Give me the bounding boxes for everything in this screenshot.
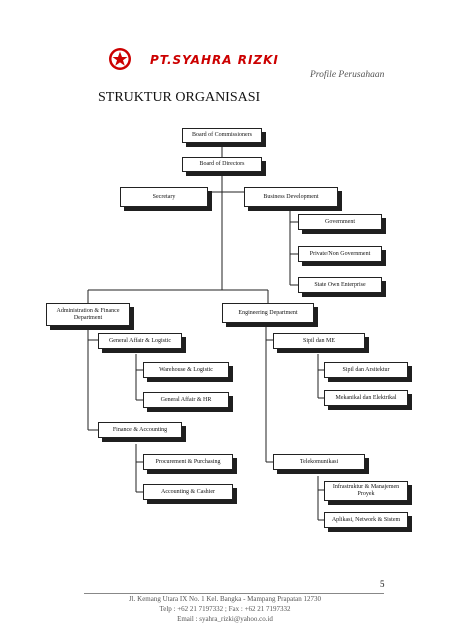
page-number: 5 xyxy=(380,579,385,589)
org-box-board-of-directors: Board of Directors xyxy=(182,157,262,172)
org-box-accounting-cashier: Accounting & Cashier xyxy=(143,484,233,500)
org-box-general-affair-logistic: General Affair & Logistic xyxy=(98,333,182,349)
footer-email: Email : syahra_rizki@yahoo.co.id xyxy=(177,615,273,623)
document-subtitle: Profile Perusahaan xyxy=(310,70,385,80)
page-title: STRUKTUR ORGANISASI xyxy=(98,90,261,105)
org-box-mekanikal-elektrikal: Mekanikal dan Elektrikal xyxy=(324,390,408,406)
org-box-board-of-commissioners: Board of Commissioners xyxy=(182,128,262,143)
org-box-government: Government xyxy=(298,214,382,230)
company-logo xyxy=(109,48,131,70)
org-box-engineering-department: Engineering Department xyxy=(222,303,314,323)
org-box-warehouse-logistic: Warehouse & Logistic xyxy=(143,362,229,378)
org-box-sipil-dan-me: Sipil dan ME xyxy=(273,333,365,349)
org-box-private-non-government: Private/Non Government xyxy=(298,246,382,262)
org-box-finance-accounting: Finance & Accounting xyxy=(98,422,182,438)
footer-divider xyxy=(84,593,384,594)
org-box-business-development: Business Development xyxy=(244,187,338,207)
footer-address: Jl. Kemang Utara IX No. 1 Kel. Bangka - … xyxy=(128,595,322,603)
org-box-sipil-arsitektur: Sipil dan Arsitektur xyxy=(324,362,408,378)
org-box-general-affair-hr: General Affair & HR xyxy=(143,392,229,408)
org-box-state-own-enterprise: State Own Enterprise xyxy=(298,277,382,293)
org-box-secretary: Secretary xyxy=(120,187,208,207)
org-box-telekomunikasi: Telekomunikasi xyxy=(273,454,365,470)
org-box-aplikasi-network-sistem: Aplikasi, Network & Sistem xyxy=(324,512,408,528)
org-box-procurement-purchasing: Procurement & Purchasing xyxy=(143,454,233,470)
footer-phone: Telp : +62 21 7197332 ; Fax : +62 21 719… xyxy=(159,605,291,613)
company-name: PT.SYAHRA RIZKI xyxy=(150,53,279,67)
